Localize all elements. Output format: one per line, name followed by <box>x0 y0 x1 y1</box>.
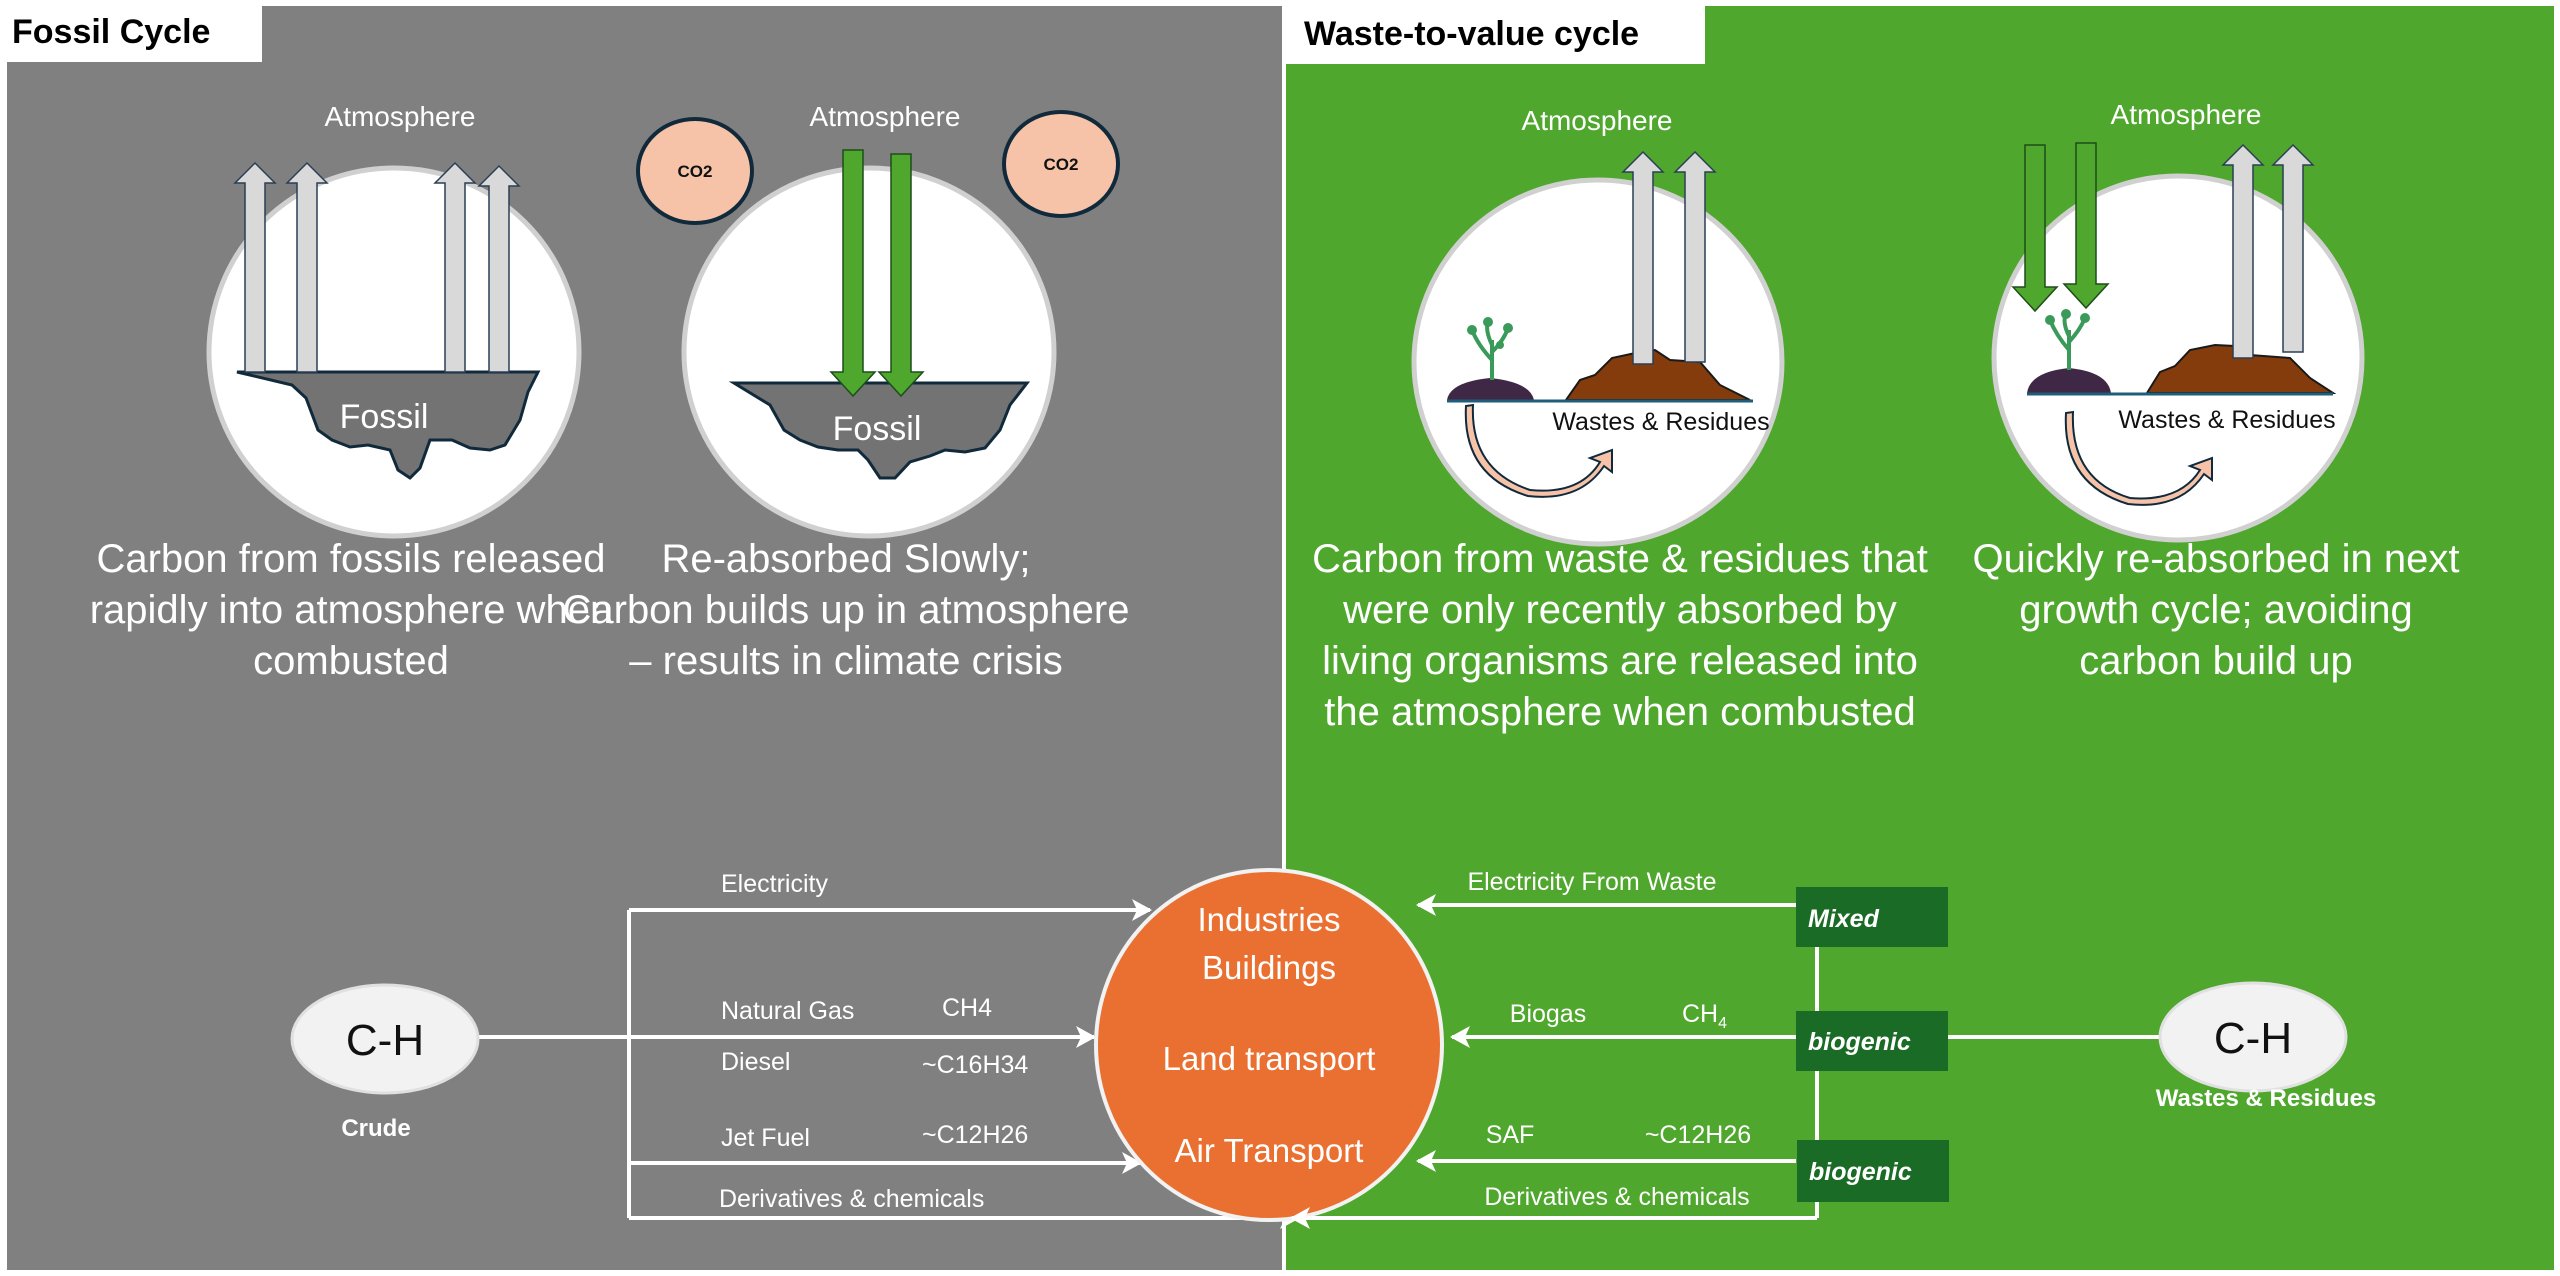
co2-bubble <box>636 117 754 225</box>
crude-source-node <box>290 983 480 1095</box>
waste-symbol: C-H <box>2214 1014 2292 1063</box>
mixed-label: Mixed <box>1808 905 1880 933</box>
svg-text:CH4: CH4 <box>1682 1000 1727 1032</box>
svg-text:SAF: SAF <box>1486 1121 1535 1149</box>
upward-arrows <box>233 161 521 373</box>
up-arrow-icon <box>2221 143 2265 359</box>
down-arrow-icon <box>2011 144 2059 313</box>
biogenic-source-box <box>1796 1011 1948 1071</box>
svg-text:CH4: CH4 <box>942 994 992 1022</box>
biogenic-label: biogenic <box>1809 1158 1912 1186</box>
scene-3-caption: Carbon from waste & residues that were o… <box>1312 537 1928 734</box>
atmosphere-label: Atmosphere <box>325 101 476 132</box>
scene-4-circle <box>1991 173 2365 543</box>
svg-text:Carbon from waste & residues t: Carbon from waste & residues that <box>1312 537 1928 581</box>
waste-source-label: Wastes & Residues <box>2156 1085 2377 1112</box>
atmosphere-label: Atmosphere <box>1522 105 1673 136</box>
hub-labels: Industries Buildings Land transport Air … <box>1163 901 1376 1169</box>
scene-1-caption: Carbon from fossils released rapidly int… <box>90 537 613 683</box>
soil-pile <box>1564 348 1751 401</box>
fossil-deposit-shape <box>236 370 541 480</box>
svg-text:carbon build up: carbon build up <box>2079 639 2353 683</box>
up-arrow-icon <box>477 164 521 373</box>
svg-text:growth cycle; avoiding: growth cycle; avoiding <box>2019 588 2413 632</box>
scene-2-caption: Re-absorbed Slowly; Carbon builds up in … <box>562 537 1129 683</box>
svg-text:living organisms are released: living organisms are released into <box>1322 639 1918 683</box>
up-arrow-icon <box>1621 150 1665 365</box>
svg-text:Land transport: Land transport <box>1163 1040 1376 1077</box>
plant-icon <box>2048 313 2087 370</box>
up-arrow-icon <box>233 161 277 373</box>
svg-text:combusted: combusted <box>253 639 449 683</box>
svg-text:the atmosphere when combusted: the atmosphere when combusted <box>1324 690 1915 734</box>
fossil-label: Fossil <box>833 410 922 448</box>
crude-label: Crude <box>341 1115 410 1142</box>
mixed-source-box <box>1796 887 1948 947</box>
svg-text:Biogas: Biogas <box>1510 1000 1586 1028</box>
svg-text:~C12H26: ~C12H26 <box>922 1121 1028 1149</box>
cycle-arrow-icon <box>1464 403 1613 498</box>
svg-text:Electricity: Electricity <box>721 870 828 898</box>
plant-mound <box>2027 368 2111 393</box>
svg-text:Industries: Industries <box>1197 901 1340 938</box>
svg-text:Buildings: Buildings <box>1202 949 1336 986</box>
svg-text:Derivatives & chemicals: Derivatives & chemicals <box>719 1185 984 1213</box>
down-arrow-icon <box>877 153 925 398</box>
fossil-title-tab <box>0 0 262 62</box>
svg-text:Carbon builds up in atmosphere: Carbon builds up in atmosphere <box>562 588 1129 632</box>
waste-flow-labels: Electricity From Waste Biogas CH4 SAF ~C… <box>1467 868 1751 1211</box>
down-arrow-icon <box>829 149 877 398</box>
wastes-residues-label: Wastes & Residues <box>1552 408 1769 436</box>
down-arrow-icon <box>2062 142 2110 310</box>
downward-arrows <box>829 149 925 398</box>
atmosphere-label: Atmosphere <box>2111 99 2262 130</box>
waste-source-node <box>2158 981 2348 1093</box>
scene-3-illustration <box>1447 150 1753 498</box>
wastes-residues-label: Wastes & Residues <box>2118 406 2335 434</box>
fossil-flow-labels: Electricity Natural Gas CH4 Diesel ~C16H… <box>719 870 1028 1213</box>
svg-text:– results in climate crisis: – results in climate crisis <box>629 639 1062 683</box>
svg-text:Diesel: Diesel <box>721 1048 790 1076</box>
svg-text:Electricity From Waste: Electricity From Waste <box>1467 868 1716 896</box>
waste-title-tab <box>1284 0 1705 64</box>
up-arrow-icon <box>433 161 477 373</box>
co2-label: CO2 <box>1044 155 1079 174</box>
fossil-deposit-shape <box>728 381 1031 480</box>
svg-text:rapidly into atmosphere when: rapidly into atmosphere when <box>90 588 613 632</box>
plant-mound <box>1447 378 1534 400</box>
waste-flow-lines <box>1290 894 2160 1229</box>
end-use-hub <box>1094 868 1444 1222</box>
scene-4-caption: Quickly re-absorbed in next growth cycle… <box>1973 537 2460 683</box>
co2-bubble <box>1002 110 1120 218</box>
biogenic-source-box <box>1797 1140 1949 1202</box>
svg-text:Natural Gas: Natural Gas <box>721 997 854 1025</box>
up-arrow-icon <box>2271 143 2315 353</box>
scene-2-circle <box>681 165 1057 539</box>
svg-text:Carbon from fossils released: Carbon from fossils released <box>96 537 605 581</box>
fossil-panel-title: Fossil Cycle <box>12 13 210 51</box>
crude-symbol: C-H <box>346 1016 424 1065</box>
svg-text:were only recently absorbed by: were only recently absorbed by <box>1342 588 1897 632</box>
svg-text:Quickly re-absorbed in next: Quickly re-absorbed in next <box>1973 537 2460 581</box>
fossil-label: Fossil <box>340 398 429 436</box>
cycle-arrow-icon <box>2064 410 2213 506</box>
svg-text:~C16H34: ~C16H34 <box>922 1051 1028 1079</box>
svg-text:Air Transport: Air Transport <box>1175 1132 1364 1169</box>
svg-text:Re-absorbed Slowly;: Re-absorbed Slowly; <box>661 537 1030 581</box>
co2-label: CO2 <box>678 162 713 181</box>
scene-4-illustration <box>2011 142 2337 506</box>
atmosphere-label: Atmosphere <box>810 101 961 132</box>
waste-panel <box>1286 6 2554 1270</box>
up-arrow-icon <box>1673 150 1717 363</box>
plant-icon <box>1470 321 1510 380</box>
scene-3-circle <box>1411 177 1785 547</box>
biogenic-label: biogenic <box>1808 1028 1911 1056</box>
svg-text:Jet Fuel: Jet Fuel <box>721 1124 810 1152</box>
up-arrow-icon <box>285 161 329 373</box>
svg-text:~C12H26: ~C12H26 <box>1645 1121 1751 1149</box>
fossil-flow-lines <box>478 899 1300 1229</box>
svg-text:Derivatives & chemicals: Derivatives & chemicals <box>1484 1183 1749 1211</box>
waste-panel-title: Waste-to-value cycle <box>1304 15 1639 53</box>
